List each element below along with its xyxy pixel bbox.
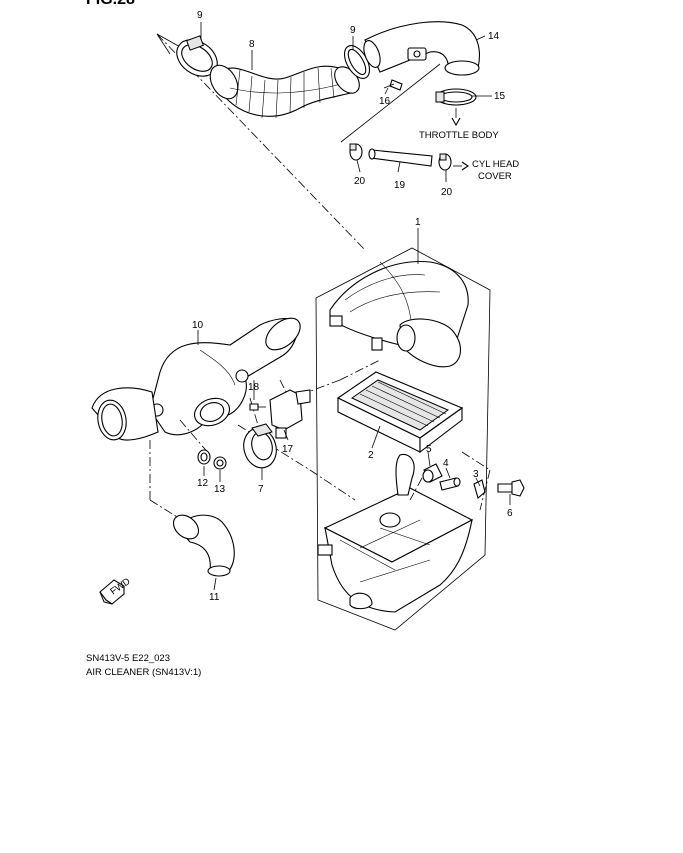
callout-18: 18 (248, 382, 260, 393)
forward-arrow-icon: FWD (99, 576, 133, 605)
leader-line (479, 469, 491, 511)
cyl-head-label-line2: COVER (478, 171, 512, 182)
leader-line (409, 477, 423, 501)
leader-line (156, 33, 183, 49)
callout-7: 7 (258, 484, 264, 495)
leader-line (340, 63, 441, 143)
upper-hose-group (156, 21, 480, 251)
leader-line (156, 33, 171, 55)
leader-line (339, 359, 381, 381)
callout-20-right: 20 (441, 187, 453, 198)
leader-line (461, 451, 491, 471)
callout-3: 3 (473, 469, 479, 480)
callout-20-left: 20 (354, 176, 366, 187)
callout-17: 17 (282, 444, 294, 455)
leader-line (309, 469, 356, 501)
callout-19: 19 (394, 180, 406, 191)
filter-element-2 (336, 371, 464, 454)
elbow-hose-11 (172, 514, 235, 577)
clamp-20-right (438, 153, 452, 171)
figure-code: SN413V-5 E22_023 (86, 653, 170, 664)
callout-13: 13 (214, 484, 226, 495)
nut-13 (213, 456, 227, 470)
callout-12: 12 (197, 478, 209, 489)
bolt-6 (497, 479, 525, 497)
seal-7 (243, 423, 277, 469)
hose-clamp-15 (435, 88, 477, 106)
assembly-box (315, 247, 491, 631)
upper-case-1 (329, 260, 469, 368)
destination-labels: THROTTLE BODY CYL HEAD COVER (419, 130, 519, 182)
callout-lines (197, 22, 511, 591)
callout-9-left: 9 (197, 10, 203, 21)
breather-hose-19 (368, 148, 433, 167)
leader-line (179, 419, 211, 456)
callout-6: 6 (507, 508, 513, 519)
callout-10: 10 (192, 320, 204, 331)
collar-4 (439, 477, 461, 491)
grommet-12 (197, 449, 211, 465)
resonator-10 (149, 317, 301, 436)
figure-caption: AIR CLEANER (SN413V:1) (86, 667, 201, 678)
callout-2: 2 (368, 450, 374, 461)
hose-clamp-9-right (343, 45, 371, 79)
intake-hose-8 (209, 64, 360, 119)
leader-line (156, 33, 366, 251)
arrow-down-icon (451, 117, 461, 127)
callout-1: 1 (415, 217, 421, 228)
air-cleaner-assembly (315, 247, 525, 631)
sensor-17 (269, 389, 311, 439)
leader-line (149, 499, 183, 521)
clamp-20-left (349, 143, 363, 161)
callout-11: 11 (209, 592, 220, 603)
callout-5: 5 (426, 444, 432, 455)
inlet-elbow (91, 387, 159, 441)
cyl-head-label-line1: CYL HEAD (472, 159, 519, 170)
callout-9-right: 9 (350, 25, 356, 36)
arrow-right-icon (461, 161, 469, 171)
callout-numbers: 9 8 9 14 15 16 20 19 20 1 10 18 17 2 5 4… (192, 10, 513, 603)
grommet-5 (422, 463, 443, 483)
callout-8: 8 (249, 39, 255, 50)
screw-18 (249, 403, 266, 411)
callout-15: 15 (494, 91, 506, 102)
callout-14: 14 (488, 31, 500, 42)
left-intake-group: FWD (91, 317, 381, 605)
intake-pipe-14 (363, 21, 480, 76)
lower-case (317, 453, 474, 613)
callout-16: 16 (379, 96, 391, 107)
figure-title: FIG.28 (86, 0, 135, 8)
clip-3 (473, 479, 486, 499)
callout-4: 4 (443, 458, 449, 469)
bolt-16 (383, 79, 403, 91)
throttle-body-label: THROTTLE BODY (419, 130, 499, 141)
